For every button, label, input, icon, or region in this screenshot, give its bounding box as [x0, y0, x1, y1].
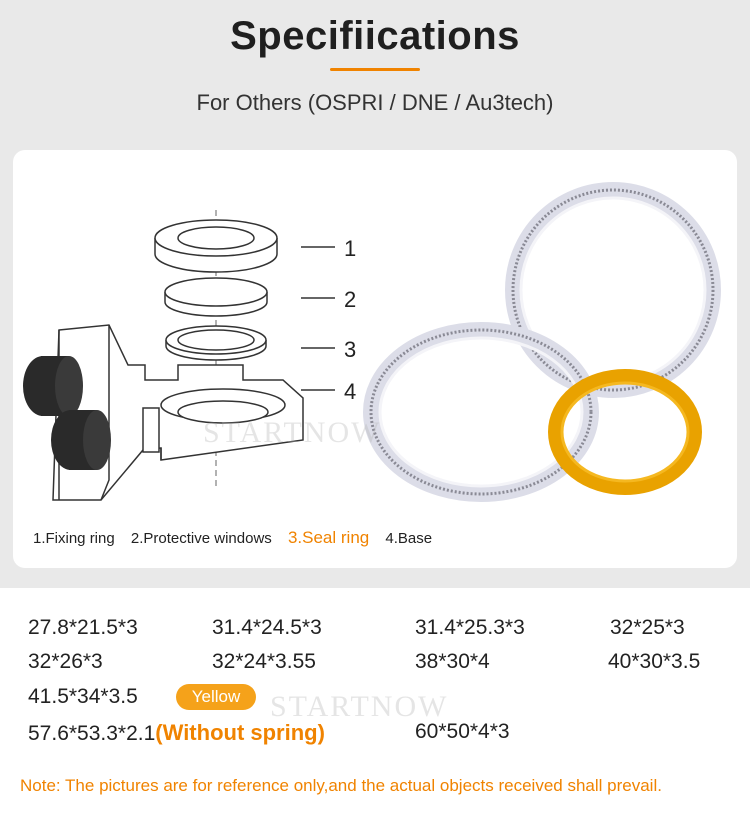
callout-label-4: 4 [344, 379, 357, 404]
title-underline [330, 68, 420, 71]
white-seal-ring-1 [505, 182, 721, 398]
spec-size: 41.5*34*3.5 [28, 685, 138, 708]
base-knobs-drawing [23, 356, 111, 470]
yellow-badge: Yellow [176, 684, 256, 710]
watermark: STARTNOW [270, 690, 449, 723]
spec-size: 40*30*3.5 [608, 650, 701, 673]
callout-label-2: 2 [344, 287, 357, 312]
seal-ring-drawing [165, 325, 267, 361]
white-seal-ring-2 [363, 322, 599, 502]
spec-size: 31.4*25.3*3 [415, 616, 525, 639]
spec-size: 32*26*3 [28, 650, 103, 673]
exploded-diagram [23, 182, 721, 502]
callout-label-1: 1 [344, 236, 357, 261]
spec-size: 38*30*4 [415, 650, 490, 673]
legend-base: 4.Base [385, 530, 433, 547]
diagram-card: 1 2 3 4 STARTNOW 1.Fixing ring 2.Protect… [13, 150, 737, 568]
yellow-seal-ring [548, 369, 702, 495]
footer-note: Note: The pictures are for reference onl… [20, 776, 662, 795]
spec-size: 57.6*53.3*2.1(Without spring) [28, 720, 325, 746]
spec-size: 27.8*21.5*3 [28, 616, 138, 639]
callout-label-3: 3 [344, 337, 357, 362]
spec-size-value: 57.6*53.3*2.1 [28, 722, 156, 745]
spec-size: 31.4*24.5*3 [212, 616, 322, 639]
diagram-legend: 1.Fixing ring 2.Protective windows 3.Sea… [33, 528, 444, 548]
protective-window-drawing [164, 277, 268, 317]
spec-list: 27.8*21.5*3 31.4*24.5*3 31.4*25.3*3 32*2… [0, 588, 750, 821]
spec-size: 32*24*3.55 [212, 650, 316, 673]
spec-size: 32*25*3 [610, 616, 685, 639]
fixing-ring-drawing [154, 219, 278, 273]
without-spring-note: (Without spring) [155, 720, 325, 745]
legend-fixing-ring: 1.Fixing ring [33, 530, 115, 547]
page-subtitle: For Others (OSPRI / DNE / Au3tech) [196, 90, 554, 115]
page-title: Specifiications [230, 14, 520, 58]
watermark: STARTNOW [203, 416, 382, 449]
spec-size: 60*50*4*3 [415, 720, 510, 743]
legend-seal-ring: 3.Seal ring [287, 528, 370, 547]
legend-protective-windows: 2.Protective windows [130, 530, 272, 547]
